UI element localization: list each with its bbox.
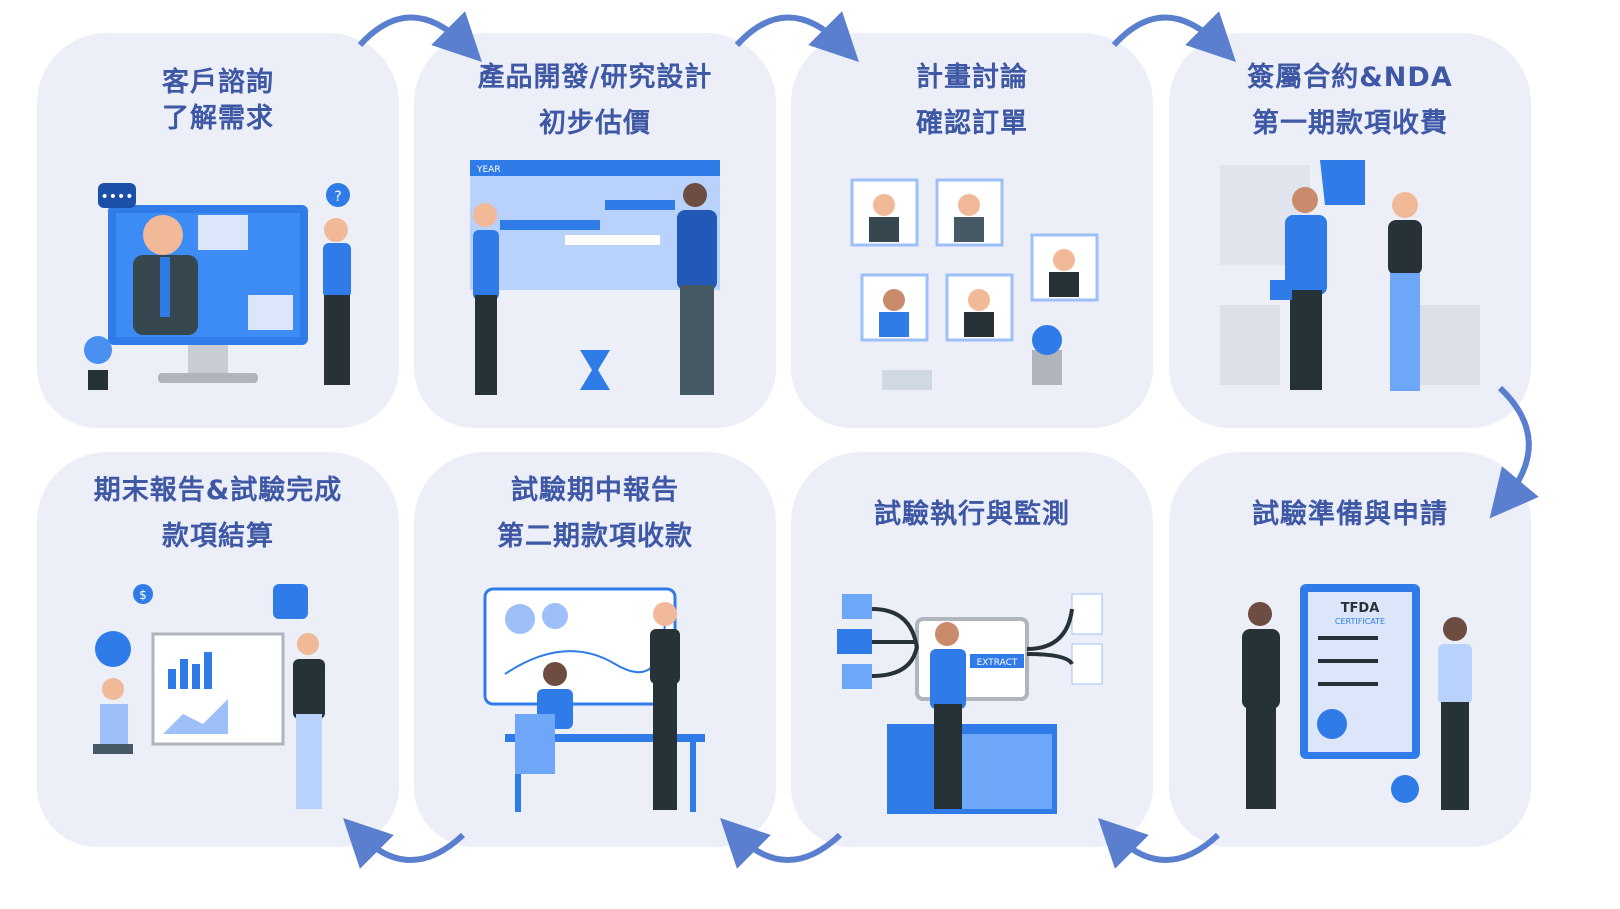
step-title: 產品開發/研究設計初步估價 <box>477 62 713 139</box>
step-title: 計畫討論確認訂單 <box>916 62 1028 139</box>
svg-text:YEAR: YEAR <box>476 165 501 175</box>
step-card-1: 客戶諮詢了解需求 •••• ? <box>37 33 399 428</box>
svg-text:$: $ <box>139 588 147 602</box>
svg-text:CERTIFICATE: CERTIFICATE <box>1335 617 1385 626</box>
step-title: 試驗執行與監測 <box>874 499 1070 530</box>
step-card-5: 試驗準備與申請 TFDA CERTIFICATE <box>1169 452 1531 847</box>
video-meeting-illustration <box>821 155 1123 410</box>
step-card-8: 期末報告&試驗完成款項結算 $ <box>37 452 399 847</box>
svg-text:?: ? <box>334 189 341 205</box>
step-title: 試驗期中報告第二期款項收款 <box>497 475 693 552</box>
handshake-contract-illustration <box>1199 155 1501 410</box>
customer-consultation-illustration: •••• ? <box>67 155 369 410</box>
step-title: 期末報告&試驗完成款項結算 <box>93 475 343 552</box>
extract-label: EXTRACT <box>977 658 1018 668</box>
step-card-7: 試驗期中報告第二期款項收款 <box>414 452 776 847</box>
arrow-3-to-4 <box>1111 11 1236 62</box>
final-report-illustration: $ <box>67 574 369 829</box>
certificate-illustration: TFDA CERTIFICATE <box>1199 574 1501 829</box>
step-card-6: 試驗執行與監測 EXTRACT <box>791 452 1153 847</box>
step-title: 試驗準備與申請 <box>1252 499 1448 530</box>
step-card-3: 計畫討論確認訂單 <box>791 33 1153 428</box>
extract-label-box <box>970 654 1024 668</box>
data-extraction-illustration: EXTRACT <box>821 574 1123 829</box>
planning-board-illustration: YEAR <box>444 155 746 410</box>
step-card-2: 產品開發/研究設計初步估價 YEAR <box>414 33 776 428</box>
interim-report-illustration <box>444 574 746 829</box>
svg-text:TFDA: TFDA <box>1341 601 1380 616</box>
svg-text:••••: •••• <box>100 189 133 205</box>
step-title: 客戶諮詢了解需求 <box>162 67 274 134</box>
